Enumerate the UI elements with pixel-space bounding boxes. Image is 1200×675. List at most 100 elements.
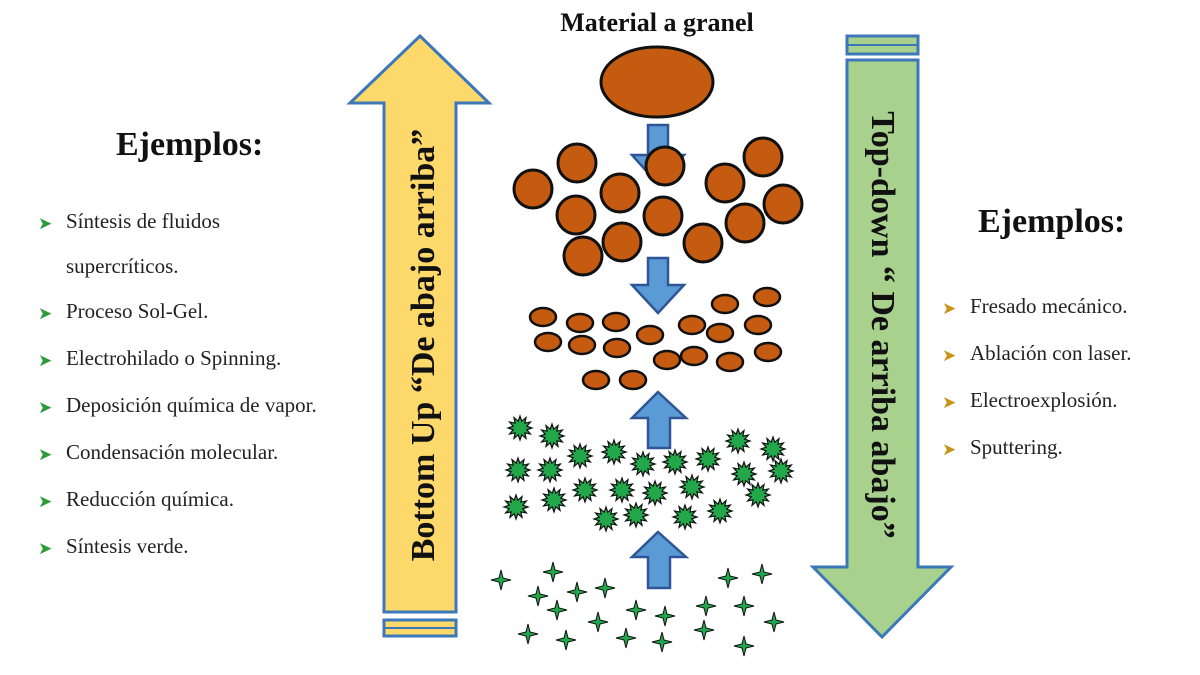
- nanocluster: [504, 456, 532, 484]
- atom-sparkle: [555, 629, 577, 651]
- atom-sparkle: [517, 623, 539, 645]
- nanocluster: [600, 438, 628, 466]
- list-item-text: Reducción química.: [66, 487, 234, 511]
- diagram-title: Material a granel: [560, 8, 754, 37]
- medium-particle: [762, 183, 804, 225]
- small-particle: [743, 314, 773, 336]
- atom-sparkle: [546, 599, 568, 621]
- nanocluster: [506, 414, 534, 442]
- small-particle: [677, 314, 707, 336]
- medium-particle: [555, 194, 597, 236]
- flow-arrow-down-2: [629, 256, 687, 315]
- nanocluster: [706, 497, 734, 525]
- list-item-text: Síntesis de fluidos: [66, 209, 221, 233]
- flow-arrow-up-2: [628, 530, 690, 590]
- atom-sparkle: [490, 569, 512, 591]
- small-particle: [679, 345, 709, 367]
- list-item: ➤ Condensación molecular.: [38, 430, 383, 477]
- nanocluster: [671, 503, 699, 531]
- nanocluster: [566, 442, 594, 470]
- nanocluster: [622, 501, 650, 529]
- atom-sparkle: [615, 627, 637, 649]
- small-particle: [528, 306, 558, 328]
- atom-sparkles: [490, 561, 785, 657]
- nanocluster: [678, 473, 706, 501]
- top-down-arrow: Top-down “ De arriba abajo”: [809, 34, 955, 640]
- nanocluster: [730, 460, 758, 488]
- right-examples-list: ➤ Fresado mecánico. ➤ Ablación con laser…: [942, 284, 1192, 472]
- bottom-up-arrow-label: Bottom Up “De abajo arriba”: [405, 129, 442, 562]
- left-examples-list: ➤ Síntesis de fluidos supercríticos. ➤ P…: [38, 199, 383, 571]
- atom-sparkle: [542, 561, 564, 583]
- list-item-text: Fresado mecánico.: [970, 294, 1128, 318]
- list-item: ➤ Deposición química de vapor.: [38, 383, 383, 430]
- top-down-arrow-shape: [809, 58, 955, 640]
- list-item-text: Deposición química de vapor.: [66, 393, 317, 417]
- nanocluster: [767, 457, 795, 485]
- medium-particle: [742, 136, 784, 178]
- medium-particle: [704, 162, 746, 204]
- list-item-text: Síntesis verde.: [66, 534, 189, 558]
- list-item: ➤ Reducción química.: [38, 477, 383, 524]
- nanocluster: [661, 448, 689, 476]
- atom-sparkle: [527, 585, 549, 607]
- list-item: ➤ Ablación con laser.: [942, 331, 1192, 378]
- bottom-up-arrow-shape: [346, 33, 493, 614]
- list-item: ➤ Fresado mecánico.: [942, 284, 1192, 331]
- nanocluster: [571, 476, 599, 504]
- nanocluster: [724, 427, 752, 455]
- arrowhead-bullet-icon: ➤: [38, 445, 53, 464]
- nanocluster: [536, 456, 564, 484]
- arrowhead-bullet-icon: ➤: [942, 346, 957, 365]
- medium-particle: [556, 142, 598, 184]
- list-item-text: Electroexplosión.: [970, 388, 1118, 412]
- bulk-material-particle: [599, 45, 715, 119]
- atom-sparkle: [733, 595, 755, 617]
- small-particle: [618, 369, 648, 391]
- right-examples-heading: Ejemplos:: [978, 203, 1126, 240]
- list-item-text: Ablación con laser.: [970, 341, 1132, 365]
- arrowhead-bullet-icon: ➤: [942, 299, 957, 318]
- nanocluster: [592, 505, 620, 533]
- arrowhead-bullet-icon: ➤: [38, 304, 53, 323]
- medium-particle: [562, 235, 604, 277]
- list-item-text: supercríticos.: [66, 254, 179, 278]
- medium-particle: [644, 145, 686, 187]
- bottom-up-arrow: Bottom Up “De abajo arriba”: [346, 33, 493, 638]
- atom-sparkle: [625, 599, 647, 621]
- small-particle: [715, 351, 745, 373]
- list-item: ➤ Electrohilado o Spinning.: [38, 336, 383, 383]
- medium-particle: [682, 222, 724, 264]
- list-item-text: Condensación molecular.: [66, 440, 279, 464]
- list-item-text: Sputtering.: [970, 435, 1063, 459]
- atom-sparkle: [693, 619, 715, 641]
- nanocluster: [641, 479, 669, 507]
- small-particle: [602, 337, 632, 359]
- medium-particle: [724, 202, 766, 244]
- medium-particle: [642, 195, 684, 237]
- list-item: ➤ Electroexplosión.: [942, 378, 1192, 425]
- medium-particle: [601, 221, 643, 263]
- left-examples-heading: Ejemplos:: [116, 126, 264, 163]
- small-particle: [565, 312, 595, 334]
- atom-sparkle: [695, 595, 717, 617]
- arrowhead-bullet-icon: ➤: [38, 539, 53, 558]
- arrowhead-bullet-icon: ➤: [942, 440, 957, 459]
- atom-sparkle: [587, 611, 609, 633]
- arrowhead-bullet-icon: ➤: [38, 492, 53, 511]
- small-particle: [652, 349, 682, 371]
- list-item: ➤ Síntesis de fluidos supercríticos.: [38, 199, 383, 289]
- list-item-text: Electrohilado o Spinning.: [66, 346, 282, 370]
- nanocluster: [608, 476, 636, 504]
- atom-sparkle: [717, 567, 739, 589]
- arrowhead-bullet-icon: ➤: [38, 214, 53, 233]
- small-particle: [710, 293, 740, 315]
- small-particle: [753, 341, 783, 363]
- list-item: ➤ Sputtering.: [942, 425, 1192, 472]
- nanocluster: [629, 450, 657, 478]
- medium-particle: [599, 172, 641, 214]
- nanocluster: [502, 493, 530, 521]
- medium-particle: [512, 168, 554, 210]
- atom-sparkle: [763, 611, 785, 633]
